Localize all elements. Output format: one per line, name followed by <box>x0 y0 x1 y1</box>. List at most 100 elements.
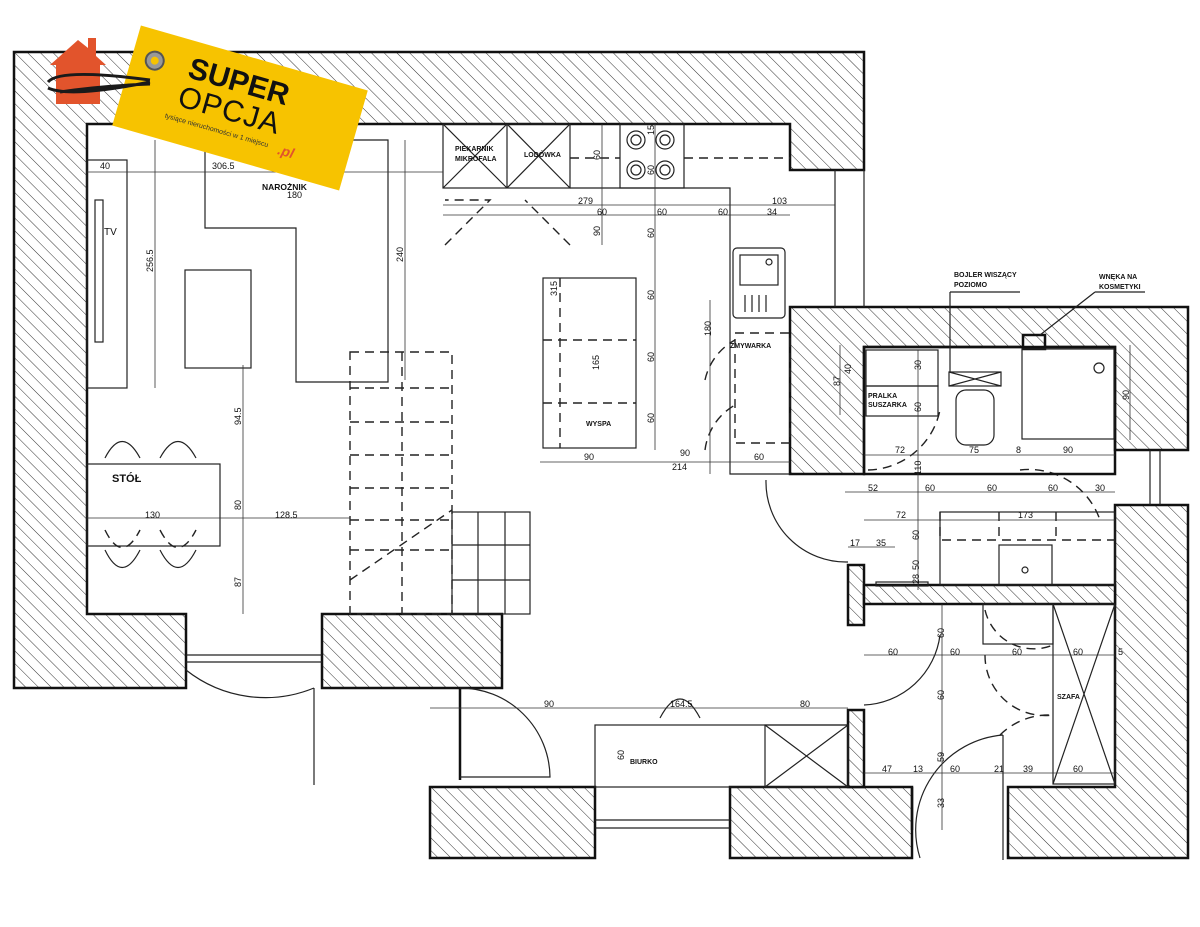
dim: 90 <box>544 699 554 709</box>
dim: 60 <box>925 483 935 493</box>
dimensions-vertical: 256.5 240 94.5 80 87 60 15 60 90 60 315 … <box>145 125 1131 808</box>
dim: 80 <box>800 699 810 709</box>
dim: 60 <box>1048 483 1058 493</box>
dim: 21 <box>994 764 1004 774</box>
dim: 17 <box>850 538 860 548</box>
dim: 315 <box>549 281 559 296</box>
dim: 60 <box>646 352 656 362</box>
walls <box>12 50 1190 860</box>
dim: 60 <box>592 150 602 160</box>
dim: 33 <box>936 798 946 808</box>
dim: 60 <box>754 452 764 462</box>
dim: 240 <box>395 247 405 262</box>
dim: 40 <box>100 161 110 171</box>
label-pralka: PRALKA <box>868 393 897 400</box>
dim: 60 <box>950 764 960 774</box>
dim: 60 <box>950 647 960 657</box>
label-piekarnik: PIEKARNIK <box>455 146 494 153</box>
logo-domain: .pl <box>276 141 297 161</box>
furniture <box>86 123 1117 788</box>
dim: 173 <box>1018 510 1033 520</box>
label-mikrofala: MIKROFALA <box>455 156 497 163</box>
dim: 60 <box>646 413 656 423</box>
dim: 60 <box>936 628 946 638</box>
label-stol: STÓŁ <box>112 472 142 485</box>
dim: 90 <box>1121 390 1131 400</box>
dim: 5 <box>1118 647 1123 657</box>
dim: 50 <box>911 560 921 570</box>
dim: 60 <box>987 483 997 493</box>
dim: 34 <box>767 207 777 217</box>
dim: 60 <box>936 690 946 700</box>
dim: 60 <box>616 750 626 760</box>
dim: 30 <box>913 360 923 370</box>
dim: 90 <box>1063 445 1073 455</box>
label-tv: TV <box>104 227 117 238</box>
dim: 30 <box>1095 483 1105 493</box>
dim: 60 <box>1073 647 1083 657</box>
doors <box>185 199 1101 860</box>
dim: 279 <box>578 196 593 206</box>
dim: 28 <box>911 574 921 584</box>
dimension-lines <box>87 124 1131 830</box>
dim: 60 <box>718 207 728 217</box>
dim: 60 <box>646 290 656 300</box>
windows <box>186 170 1161 830</box>
stove-burners <box>626 130 675 180</box>
dim: 60 <box>911 530 921 540</box>
label-poziomo: POZIOMO <box>954 282 988 289</box>
super-opcja-logo: SUPER OPCJA tysiące nieruchomości w 1 mi… <box>46 25 368 191</box>
dim: 94.5 <box>233 407 243 425</box>
dim: 90 <box>680 448 690 458</box>
dim: 110 <box>913 461 923 475</box>
dim: 256.5 <box>145 249 155 272</box>
dim: 52 <box>868 483 878 493</box>
dim: 8 <box>1016 445 1021 455</box>
stairs <box>349 351 531 615</box>
dim: 60 <box>1073 764 1083 774</box>
dim: 35 <box>876 538 886 548</box>
label-kosmetyki: KOSMETYKI <box>1099 284 1141 291</box>
label-szafa: SZAFA <box>1057 694 1080 701</box>
dim: 75 <box>969 445 979 455</box>
dim: 59 <box>936 752 946 762</box>
dim: 60 <box>646 228 656 238</box>
dim: 72 <box>895 445 905 455</box>
dim: 87 <box>832 376 842 386</box>
dim: 90 <box>592 226 602 236</box>
dim: 60 <box>888 647 898 657</box>
dim: 60 <box>1012 647 1022 657</box>
dimensions-horizontal: 40 306.5 180 279 103 60 60 60 34 130 128… <box>100 161 1123 774</box>
dim: 60 <box>646 165 656 175</box>
label-biurko: BIURKO <box>630 759 658 766</box>
tag <box>112 25 368 191</box>
dim: 306.5 <box>212 161 235 171</box>
dim: 164.5 <box>670 699 693 709</box>
dim: 15 <box>646 125 656 135</box>
dim: 103 <box>772 196 787 206</box>
dim: 40 <box>843 364 853 374</box>
dim: 180 <box>287 190 302 200</box>
label-suszarka: SUSZARKA <box>868 402 907 409</box>
dim: 13 <box>913 764 923 774</box>
dim: 90 <box>584 452 594 462</box>
label-naroznik: NAROŻNIK <box>262 182 308 192</box>
label-wyspa: WYSPA <box>586 421 611 428</box>
label-zmywarka: ZMYWARKA <box>730 343 771 350</box>
label-bojler: BOJLER WISZĄCY <box>954 272 1017 279</box>
dim: 60 <box>597 207 607 217</box>
dim: 128.5 <box>275 510 298 520</box>
dim: 80 <box>233 500 243 510</box>
dim: 130 <box>145 510 160 520</box>
dim: 60 <box>913 402 923 412</box>
dim: 60 <box>657 207 667 217</box>
chairs <box>104 440 197 569</box>
dim: 180 <box>703 321 713 336</box>
label-lodowka: LODÓWKA <box>524 150 561 159</box>
dim: 72 <box>896 510 906 520</box>
dim: 39 <box>1023 764 1033 774</box>
room-labels: NAROŻNIK TV STÓŁ PIEKARNIK MIKROFALA LOD… <box>104 146 1145 766</box>
label-wneka: WNĘKA NA <box>1099 274 1137 281</box>
dim: 214 <box>672 462 687 472</box>
